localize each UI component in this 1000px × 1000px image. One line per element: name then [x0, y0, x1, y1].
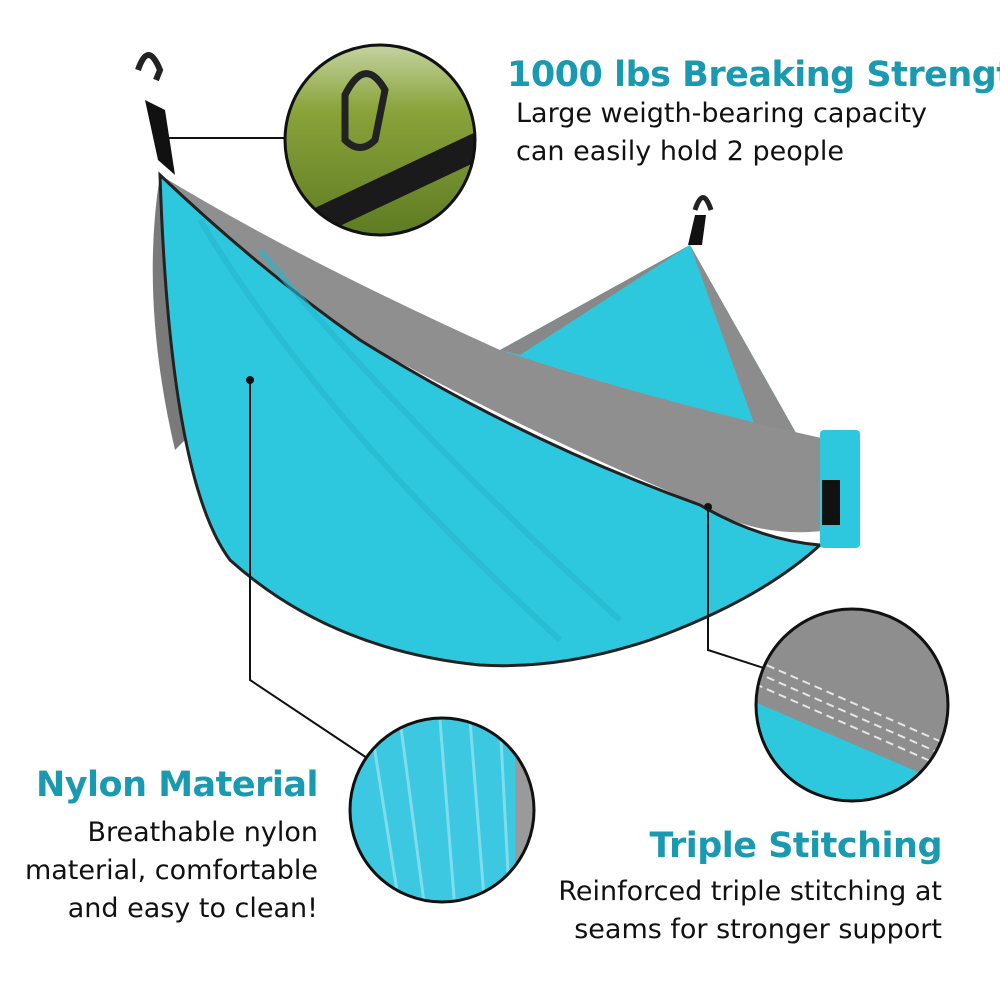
main-fabric — [158, 171, 824, 668]
feature-title: Triple Stitching — [649, 826, 942, 866]
nylon-texture-closeup — [348, 716, 536, 904]
feature-title: 1000 lbs Breaking Strength — [507, 55, 1000, 95]
right-strap — [688, 195, 714, 245]
feature-line: and easy to clean! — [67, 893, 318, 924]
feature-line: Reinforced triple stitching at — [558, 876, 942, 907]
feature-line: Breathable nylon — [87, 817, 319, 848]
left-strap — [135, 52, 175, 175]
feature-line: can easily hold 2 people — [516, 136, 845, 167]
feature-line: seams for stronger support — [574, 914, 942, 945]
carabiner-closeup — [283, 43, 477, 237]
feature-line: Large weigth-bearing capacity — [516, 98, 928, 129]
gray-lining — [160, 175, 830, 533]
feature-title: Nylon Material — [35, 765, 319, 805]
feature-line: material, comfortable — [24, 855, 318, 886]
stitching-closeup — [754, 607, 950, 803]
stuff-sack — [820, 430, 860, 548]
